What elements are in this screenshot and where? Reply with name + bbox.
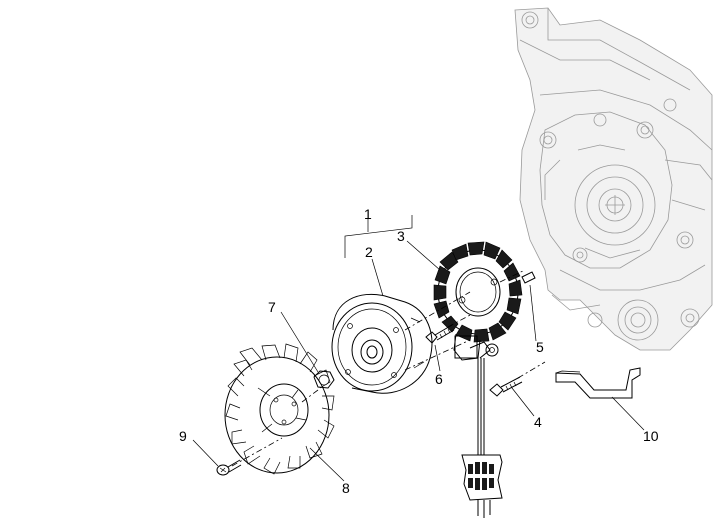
callout-2: 2 xyxy=(365,244,373,260)
engine-crankcase xyxy=(514,7,713,351)
callout-1: 1 xyxy=(364,206,372,222)
callout-6: 6 xyxy=(435,371,443,387)
assembly-centre-lines xyxy=(231,269,546,467)
callout-labels: 1 2 3 4 5 6 7 8 9 10 xyxy=(179,206,659,496)
callout-3: 3 xyxy=(397,228,405,244)
callout-7: 7 xyxy=(268,299,276,315)
screw-part-6 xyxy=(425,324,455,344)
screw-part-4 xyxy=(489,376,523,397)
callout-10: 10 xyxy=(643,428,659,444)
cooling-fan-part-8 xyxy=(224,343,335,475)
woodruff-key-part-5 xyxy=(521,271,536,284)
flywheel-rotor-part-2 xyxy=(331,293,433,394)
callout-4: 4 xyxy=(534,414,542,430)
stator-windings xyxy=(433,241,523,343)
leader-lines xyxy=(192,215,645,482)
callout-5: 5 xyxy=(536,339,544,355)
callout-8: 8 xyxy=(342,480,350,496)
callout-9: 9 xyxy=(179,428,187,444)
bracket-part-10 xyxy=(555,367,641,399)
stator-part-3 xyxy=(433,241,523,343)
stator-wiring-harness xyxy=(453,333,503,518)
screw-part-9 xyxy=(216,459,242,476)
